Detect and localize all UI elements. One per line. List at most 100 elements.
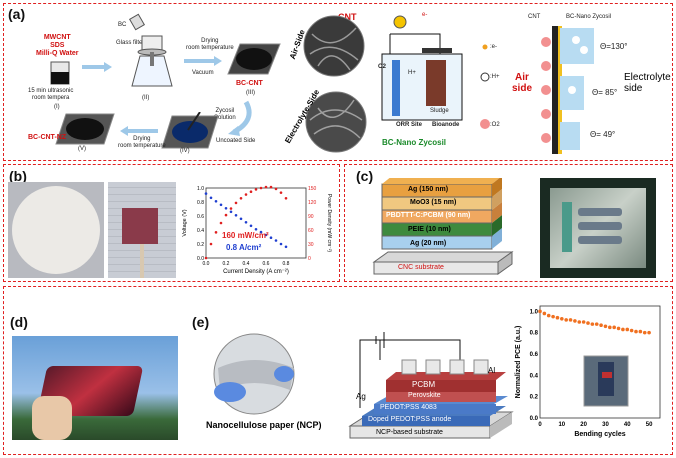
beaker-illustration: [50, 61, 70, 85]
droplets: [560, 28, 594, 150]
pce-point: [612, 325, 616, 330]
pce-point: [599, 323, 603, 327]
bc-cnt-nz-film: [55, 113, 115, 145]
panel-d-label: (d): [10, 314, 28, 330]
bc-label: BC: [118, 22, 127, 28]
step-4-num: (IV): [180, 148, 190, 154]
mfc-cell-diagram: [381, 15, 463, 121]
layer-ag20: Ag (20 nm): [410, 240, 447, 247]
panel-b-label: (b): [9, 168, 27, 184]
voltage-point: [279, 242, 283, 246]
y-tick-label: 0.4: [530, 373, 539, 379]
pce-point: [542, 311, 547, 316]
device-photo: [540, 178, 656, 278]
pce-point: [634, 329, 638, 334]
inset-device: [598, 362, 614, 396]
y-tick-label: 0.6: [197, 214, 204, 220]
vacuum-text: Vacuum: [192, 70, 214, 76]
y-tick-label: 0.0: [530, 416, 539, 422]
plot-frame: [205, 187, 307, 259]
angle-85: Θ= 85°: [592, 88, 618, 97]
pce-point: [616, 326, 621, 331]
step-3-num: (III): [246, 90, 255, 96]
uncoated-side-text: Uncoated Side: [216, 138, 256, 144]
power-point: [234, 201, 238, 205]
coating-film: [161, 112, 219, 149]
pce-point: [551, 314, 555, 319]
power-point: [239, 196, 243, 200]
inset-cell: [602, 372, 612, 378]
pce-point: [564, 318, 568, 322]
y-tick-label: 0.4: [197, 228, 204, 234]
y-tick-label: 0.8: [530, 331, 539, 337]
arrow-curve: [228, 100, 252, 136]
stack-perovskite: Perovskite: [408, 392, 441, 399]
angle-49: Θ= 49°: [590, 130, 616, 139]
pce-point: [629, 328, 634, 333]
pce-point: [625, 327, 630, 332]
panel-b: [3, 164, 340, 282]
device-stack-illustration: [372, 178, 514, 275]
orr-site-label: ORR Site: [396, 122, 423, 128]
y2-tick-label: 60: [308, 228, 314, 234]
power-point: [274, 187, 278, 191]
x-tick-label: 20: [580, 422, 587, 428]
y2-tick-label: 120: [308, 200, 317, 206]
power-point: [249, 190, 253, 194]
power-point: [214, 231, 218, 234]
legend-o2: :O2: [490, 122, 500, 128]
perovskite-stack-illustration: [348, 332, 514, 439]
power-point: [229, 207, 233, 210]
pce-point: [573, 319, 577, 323]
voltage-point: [264, 233, 268, 237]
legend-markers: [480, 44, 490, 129]
power-point: [224, 213, 228, 217]
vacuum-filter-illustration: [128, 13, 173, 87]
voltage-point: [234, 214, 238, 217]
power-point: [264, 185, 268, 189]
power-point: [259, 186, 263, 190]
pce-point: [538, 309, 542, 314]
power-point: [269, 185, 273, 189]
power-point: [209, 242, 213, 246]
stack-pedot-4083: PEDOT:PSS 4083: [380, 404, 437, 411]
pce-point: [642, 330, 647, 335]
arrow-2: [184, 56, 222, 66]
voltage-point: [239, 217, 243, 221]
voltage-point: [229, 210, 233, 214]
pce-point: [608, 325, 612, 330]
step-2-num: (II): [142, 95, 150, 101]
stack-ag: Ag: [356, 392, 366, 401]
step-1-num: (I): [54, 104, 60, 110]
y2-tick-label: 150: [308, 186, 317, 192]
x-tick-label: 0.4: [243, 261, 250, 267]
cnt-label: CNT: [338, 12, 357, 22]
arrow-1: [82, 62, 112, 72]
y-tick-label: 0.2: [197, 242, 204, 248]
y-tick-label: 0.6: [530, 352, 539, 358]
voltage-point: [284, 245, 288, 249]
voltage-point: [259, 230, 263, 234]
y2-tick-label: 90: [308, 214, 314, 220]
voltage-point: [274, 239, 278, 242]
y-axis-label: Normalized PCE (a.u.): [515, 326, 522, 399]
power-point: [254, 188, 258, 191]
glass-filter-label: Glass filter: [116, 40, 145, 46]
bc-film-photo: [8, 182, 104, 278]
legend-h: :H+: [490, 74, 500, 80]
bc-nano-zycosil-label: BC-Nano Zycosil: [382, 138, 447, 147]
electrolyte-side-label: Electrolyte side: [624, 72, 671, 94]
y-tick-label: 0.8: [197, 200, 204, 206]
x-tick-label: 10: [558, 422, 565, 428]
pce-point: [555, 315, 560, 320]
bioanode-label: Bioanode: [432, 122, 460, 128]
power-point: [284, 196, 288, 200]
panel-e-label: (e): [192, 314, 210, 330]
stack-doped-pedot: Doped PEDOT:PSS anode: [368, 416, 452, 423]
power-annotation: 160 mW/cm²: [222, 231, 269, 240]
layer-peie: PEIE (10 nm): [408, 226, 451, 233]
air-side-label: Air side: [512, 72, 533, 94]
y2-tick-label: 30: [308, 242, 314, 248]
pce-point: [590, 322, 595, 326]
